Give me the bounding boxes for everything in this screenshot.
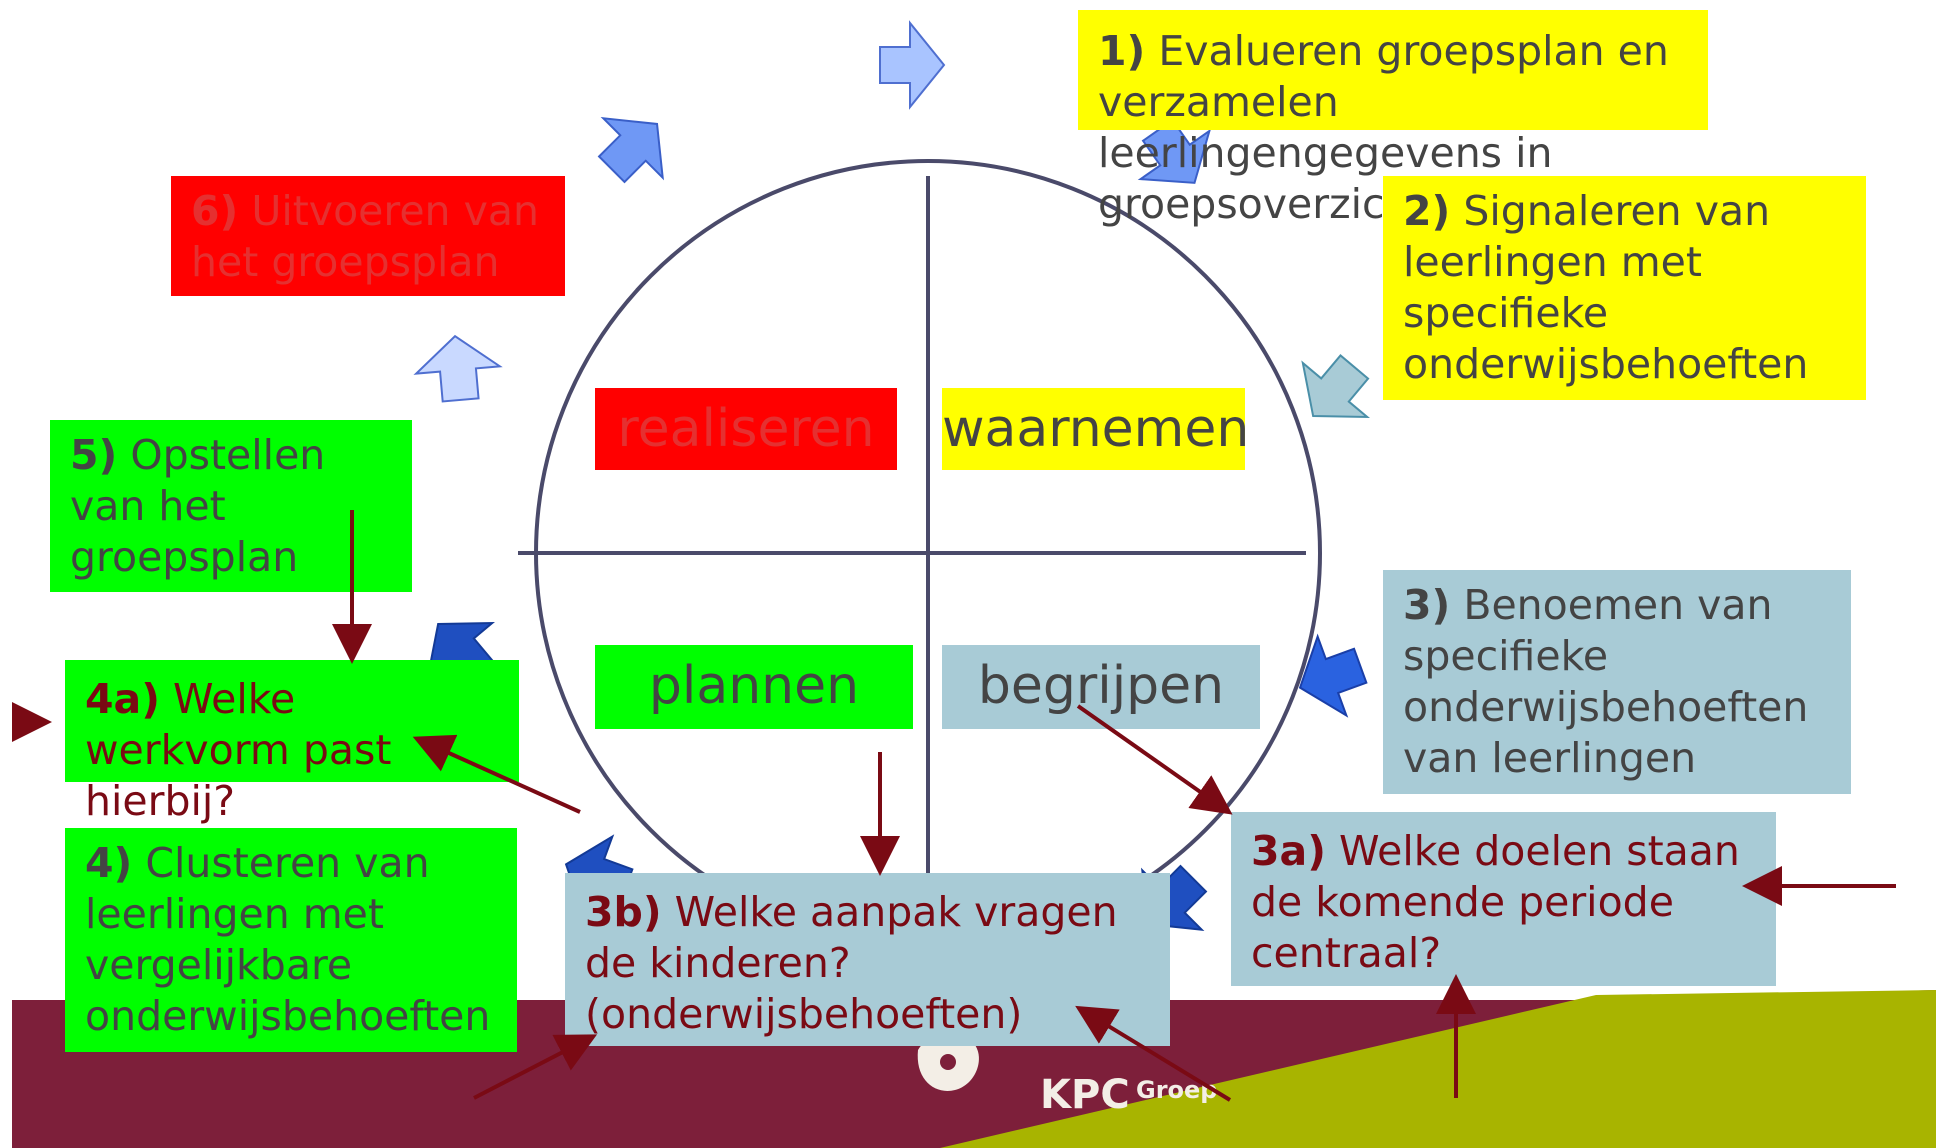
step-4-number: 4) xyxy=(85,839,133,887)
step-3-text: Benoemen van specifieke onderwijsbehoeft… xyxy=(1403,581,1809,782)
step-1-text: Evalueren groepsplan en verzamelen leerl… xyxy=(1098,27,1669,228)
block-arrow-right xyxy=(1301,354,1370,419)
step-3b-number: 3b) xyxy=(585,888,662,936)
step-1-box: 1) Evalueren groepsplan en verzamelen le… xyxy=(1078,10,1708,228)
step-5-box: 5) Opstellen van het groepsplan xyxy=(50,420,412,592)
cycle-circle xyxy=(518,159,1322,947)
step-3a-text: Welke doelen staan de komende periode ce… xyxy=(1251,827,1740,977)
step-4-box: 4) Clusteren van leerlingen met vergelij… xyxy=(65,828,517,1052)
quadrant-realiseren: realiseren xyxy=(595,388,897,470)
step-6-box: 6) Uitvoeren van het groepsplan xyxy=(171,176,565,296)
step-3a-box: 3a) Welke doelen staan de komende period… xyxy=(1231,812,1776,986)
step-5-number: 5) xyxy=(70,431,118,479)
step-4a-text: Welke werkvorm past hierbij? xyxy=(85,675,392,825)
kpc-logo-suffix: Groep xyxy=(1136,1076,1218,1104)
step-3a-number: 3a) xyxy=(1251,827,1326,875)
step-3b-box: 3b) Welke aanpak vragen de kinderen? (on… xyxy=(565,873,1170,1046)
step-3b-text: Welke aanpak vragen de kinderen? (onderw… xyxy=(585,888,1118,1038)
quadrant-waarnemen: waarnemen xyxy=(942,388,1249,470)
step-2-text: Signaleren van leerlingen met specifieke… xyxy=(1403,187,1809,388)
block-arrow-bottom-right xyxy=(1298,633,1368,718)
block-arrow-top-left xyxy=(597,117,664,184)
block-arrow-left xyxy=(413,334,503,403)
quadrant-begrijpen: begrijpen xyxy=(942,645,1260,729)
step-2-box: 2) Signaleren van leerlingen met specifi… xyxy=(1383,176,1866,400)
step-6-number: 6) xyxy=(191,187,239,235)
block-arrow-top xyxy=(879,20,946,110)
step-1-number: 1) xyxy=(1098,27,1146,75)
step-6-text: Uitvoeren van het groepsplan xyxy=(191,187,539,286)
kpc-logo-name: KPC xyxy=(1040,1072,1130,1118)
step-3-box: 3) Benoemen van specifieke onderwijsbeho… xyxy=(1383,570,1851,794)
step-4-text: Clusteren van leerlingen met vergelijkba… xyxy=(85,839,491,1040)
footer-lime xyxy=(940,990,1936,1148)
step-4a-number: 4a) xyxy=(85,675,160,723)
quadrant-plannen: plannen xyxy=(595,645,913,729)
step-4a-box: 4a) Welke werkvorm past hierbij? xyxy=(65,660,519,825)
step-3-number: 3) xyxy=(1403,581,1451,629)
step-2-number: 2) xyxy=(1403,187,1451,235)
block-arrow-top-right xyxy=(1137,118,1212,184)
step-5-text: Opstellen van het groepsplan xyxy=(70,431,326,581)
